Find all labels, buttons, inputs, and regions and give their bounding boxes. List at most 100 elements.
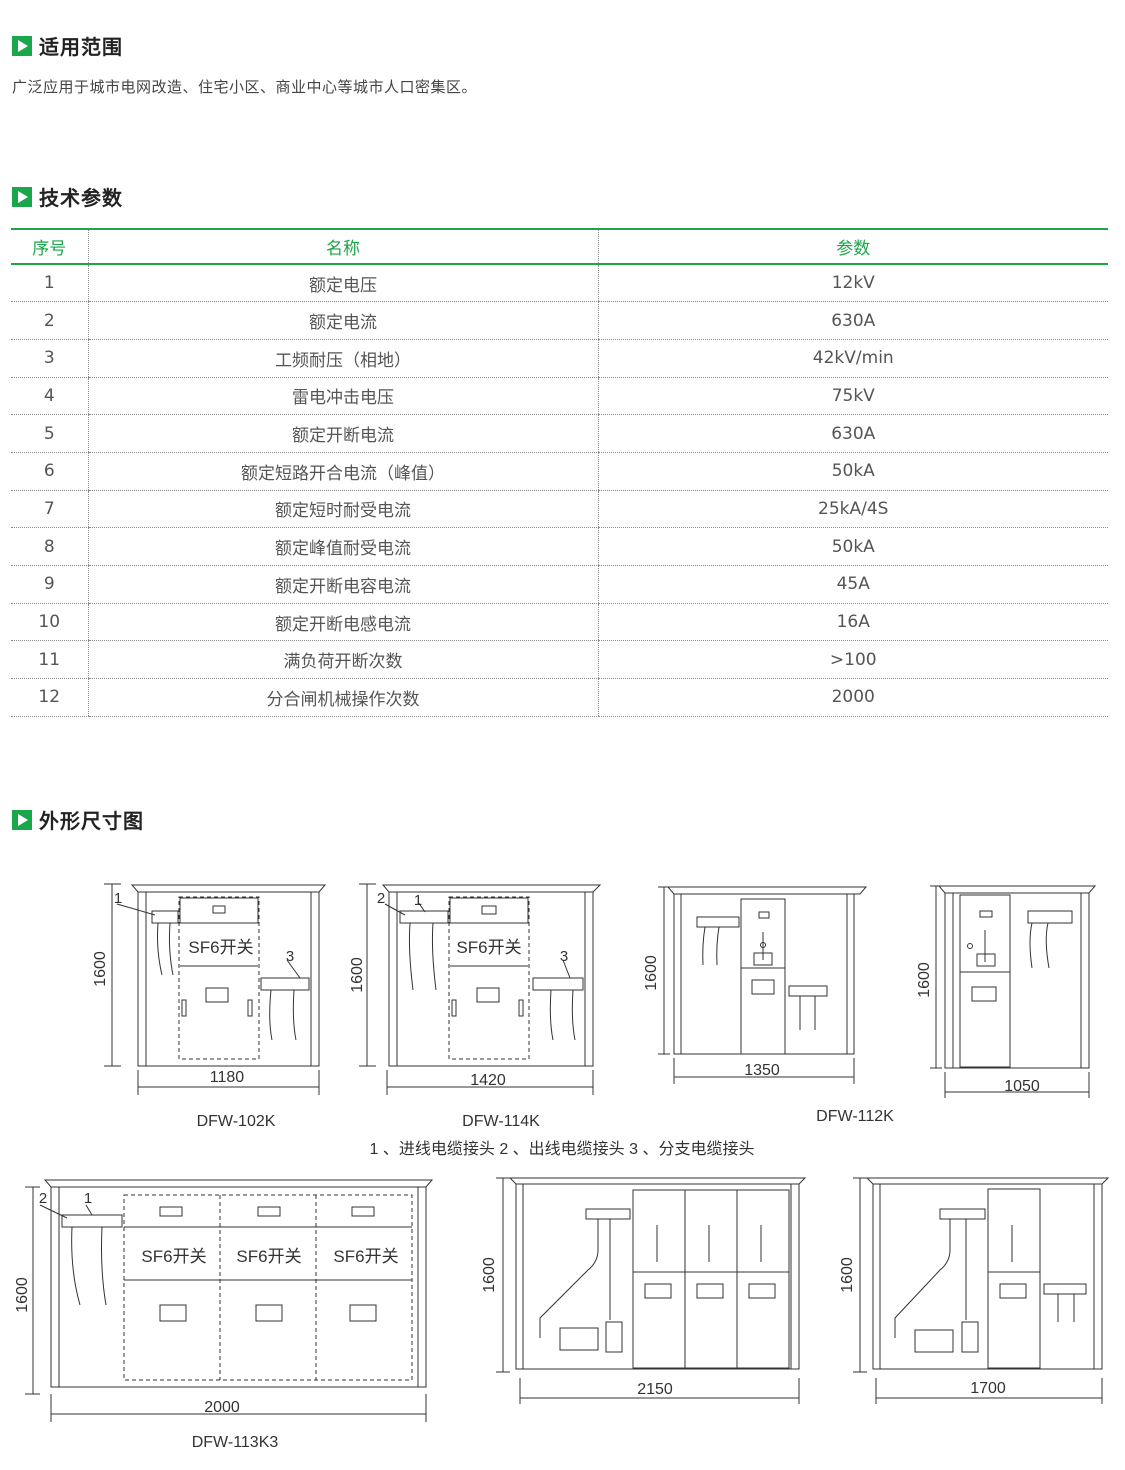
cell-index: 1: [11, 264, 88, 303]
cell-index: 2: [11, 301, 88, 340]
section-tech-title: 技术参数: [39, 186, 123, 210]
cell-value: 25kA/4S: [597, 490, 1108, 529]
drawing-dfw-112k: 1600 1350 DFW-112K: [643, 887, 894, 1125]
height-label: 1600: [14, 1277, 31, 1313]
height-label: 1600: [916, 962, 933, 998]
drawing-dfw-102k: 1600 1180 SF6开关 1 3 DFW-102K: [92, 884, 325, 1130]
width-label: 1050: [1004, 1078, 1040, 1095]
callout-3: 3: [286, 948, 294, 965]
table-header-row: 序号 名称 参数: [11, 228, 1108, 265]
height-label: 1600: [481, 1257, 498, 1293]
model-name: DFW-112K: [816, 1108, 894, 1125]
cell-name: 额定短时耐受电流: [87, 490, 598, 529]
legend-text: 1 、进线电缆接头 2 、出线电缆接头 3 、分支电缆接头: [370, 1140, 755, 1158]
cell-value: 50kA: [597, 527, 1108, 566]
header-index: 序号: [11, 228, 88, 265]
cell-name: 工频耐压（相地）: [87, 339, 598, 378]
cell-index: 5: [11, 414, 88, 453]
cell-name: 满负荷开断次数: [87, 640, 598, 680]
cell-value: >100: [597, 640, 1108, 680]
cell-index: 6: [11, 452, 88, 491]
cell-index: 11: [11, 640, 88, 680]
cell-index: 4: [11, 377, 88, 416]
cell-value: 2000: [597, 678, 1108, 717]
sf6-switch-label: SF6开关: [456, 938, 521, 957]
section-scope-title: 适用范围: [39, 35, 123, 59]
cell-value: 12kV: [597, 264, 1108, 303]
cell-name: 额定电流: [87, 301, 598, 340]
height-label: 1600: [643, 955, 660, 991]
header-name: 名称: [87, 228, 598, 265]
callout-1: 1: [84, 1190, 92, 1207]
sf6-switch-label: SF6开关: [236, 1247, 301, 1266]
height-label: 1600: [349, 957, 366, 993]
width-label: 1350: [744, 1062, 780, 1079]
cell-name: 额定短路开合电流（峰值）: [87, 452, 598, 491]
width-label: 1180: [210, 1069, 245, 1086]
callout-3: 3: [560, 948, 568, 965]
section-dims-header: 外形尺寸图: [12, 805, 144, 834]
model-name: DFW-114K: [462, 1113, 540, 1130]
cell-index: 9: [11, 565, 88, 604]
section-dims-title: 外形尺寸图: [39, 809, 144, 833]
drawing-2150: 1600 2150: [481, 1178, 805, 1404]
callout-2: 2: [39, 1190, 47, 1207]
height-label: 1600: [839, 1257, 856, 1293]
drawing-1700: 1600 1700: [839, 1178, 1108, 1404]
cell-index: 3: [11, 339, 88, 378]
cell-name: 雷电冲击电压: [87, 377, 598, 416]
width-label: 1420: [470, 1072, 506, 1089]
cell-value: 42kV/min: [597, 339, 1108, 378]
section-tech-header: 技术参数: [12, 182, 123, 211]
cell-value: 45A: [597, 565, 1108, 604]
sf6-switch-label: SF6开关: [188, 938, 253, 957]
sf6-switch-label: SF6开关: [333, 1247, 398, 1266]
drawing-dfw-114k: 1600 1420 SF6开关 2 1 3 DFW-114K: [349, 884, 600, 1130]
width-label: 2150: [637, 1381, 673, 1398]
model-name: DFW-102K: [197, 1113, 276, 1130]
cell-value: 630A: [597, 301, 1108, 340]
cell-name: 分合闸机械操作次数: [87, 678, 598, 717]
callout-1: 1: [414, 892, 422, 909]
width-label: 2000: [204, 1399, 240, 1416]
callout-2: 2: [377, 890, 385, 907]
cell-name: 额定开断电流: [87, 414, 598, 453]
cell-name: 额定电压: [87, 264, 598, 303]
section-scope-header: 适用范围: [12, 31, 123, 60]
cell-value: 50kA: [597, 452, 1108, 491]
height-label: 1600: [92, 951, 109, 987]
cell-value: 75kV: [597, 377, 1108, 416]
cell-value: 16A: [597, 603, 1108, 642]
cell-name: 额定峰值耐受电流: [87, 527, 598, 566]
width-label: 1700: [970, 1380, 1006, 1397]
drawing-1050: 1600 1050: [916, 886, 1095, 1098]
cell-name: 额定开断电容电流: [87, 565, 598, 604]
cell-index: 8: [11, 527, 88, 566]
sf6-switch-label: SF6开关: [141, 1247, 206, 1266]
cell-index: 7: [11, 490, 88, 529]
cell-name: 额定开断电感电流: [87, 603, 598, 642]
play-triangle-icon: [12, 186, 32, 207]
cell-index: 10: [11, 603, 88, 642]
header-value: 参数: [597, 228, 1108, 265]
callout-1: 1: [114, 890, 122, 907]
cell-index: 12: [11, 678, 88, 717]
model-name: DFW-113K3: [192, 1434, 279, 1451]
cell-value: 630A: [597, 414, 1108, 453]
drawing-dfw-113k3: 1600 2000 SF6开关 SF6开关 SF6开关 2 1 DFW-113K…: [14, 1180, 432, 1451]
scope-text: 广泛应用于城市电网改造、住宅小区、商业中心等城市人口密集区。: [12, 78, 478, 96]
